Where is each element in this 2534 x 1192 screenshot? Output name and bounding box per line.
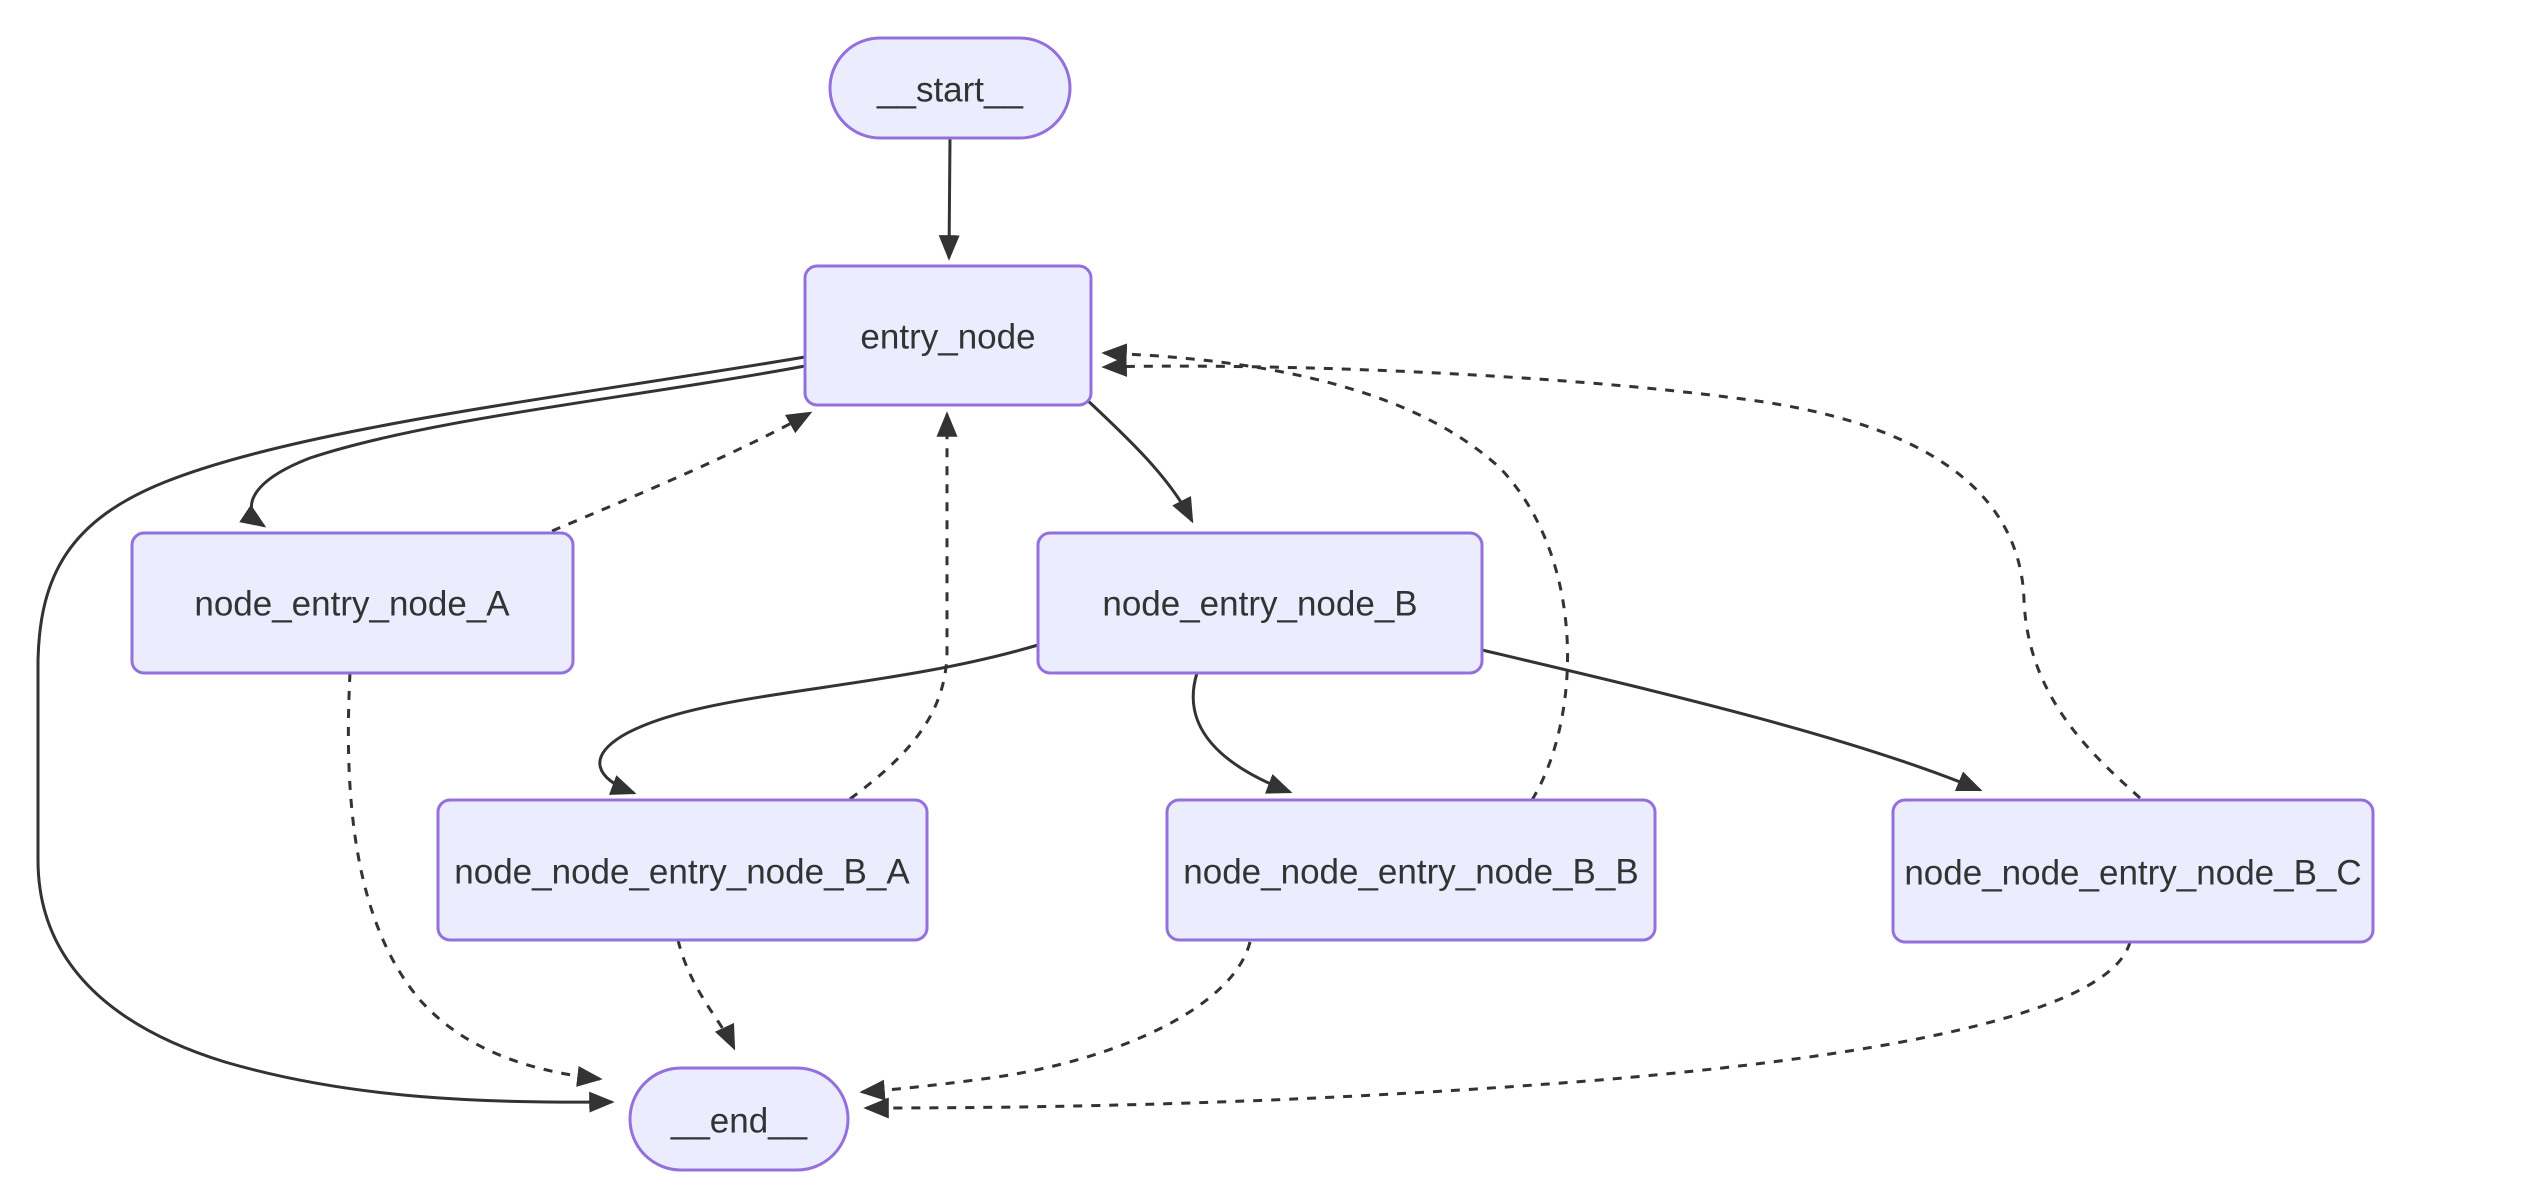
edge-node_entry_node_A-to-entry_node <box>551 411 813 533</box>
edge-layer <box>36 137 2142 1119</box>
node-entry_node-label: entry_node <box>860 318 1035 357</box>
edge-node_entry_node_A-to-end <box>346 672 603 1087</box>
node-end-shape <box>628 1066 850 1172</box>
node-node_node_entry_node_B_B: node_node_entry_node_B_B <box>1165 798 1657 942</box>
edge-entry_node-to-node_entry_node_B <box>1083 396 1194 524</box>
edge-node_entry_node_B-to-node_node_entry_node_B_A <box>598 643 1039 795</box>
node-node_entry_node_A: node_entry_node_A <box>130 531 575 675</box>
edge-entry_node-to-end <box>36 355 806 1113</box>
node-node_node_entry_node_B_C-shape <box>1891 798 2375 944</box>
node-node_node_entry_node_B_A: node_node_entry_node_B_A <box>436 798 929 942</box>
node-end: __end__ <box>628 1066 850 1172</box>
edge-node_entry_node_B-to-node_node_entry_node_B_B <box>1191 672 1293 794</box>
edge-entry_node-to-node_entry_node_A <box>239 364 806 528</box>
node-node_node_entry_node_B_A-label: node_node_entry_node_B_A <box>454 853 910 892</box>
edge-node_node_entry_node_B_C-to-end <box>863 941 2132 1119</box>
node-node_node_entry_node_B_C: node_node_entry_node_B_C <box>1891 798 2375 944</box>
edge-node_node_entry_node_B_A-to-end <box>676 939 736 1051</box>
node-node_node_entry_node_B_A-shape <box>436 798 929 942</box>
node-entry_node: entry_node <box>803 264 1093 407</box>
edge-node_node_entry_node_B_C-to-entry_node <box>1101 355 2142 800</box>
node-node_node_entry_node_B_C-label: node_node_entry_node_B_C <box>1904 854 2361 893</box>
node-start: __start__ <box>828 36 1072 140</box>
node-start-label: __start__ <box>876 71 1023 110</box>
node-entry_node-shape <box>803 264 1093 407</box>
node-node_node_entry_node_B_B-shape <box>1165 798 1657 942</box>
edge-start-to-entry_node <box>938 137 960 261</box>
node-node_entry_node_A-label: node_entry_node_A <box>194 585 510 624</box>
node-start-shape <box>828 36 1072 140</box>
node-node_entry_node_B-shape <box>1036 531 1484 675</box>
edge-node_node_entry_node_B_A-to-entry_node <box>849 411 958 801</box>
node-node_entry_node_B-label: node_entry_node_B <box>1102 585 1417 624</box>
node-node_entry_node_B: node_entry_node_B <box>1036 531 1484 675</box>
edge-node_node_entry_node_B_B-to-end <box>859 941 1252 1101</box>
node-node_node_entry_node_B_B-label: node_node_entry_node_B_B <box>1183 853 1638 892</box>
node-node_entry_node_A-shape <box>130 531 575 675</box>
node-end-label: __end__ <box>670 1102 808 1141</box>
edge-node_entry_node_B-to-node_node_entry_node_B_C <box>1481 648 1983 792</box>
